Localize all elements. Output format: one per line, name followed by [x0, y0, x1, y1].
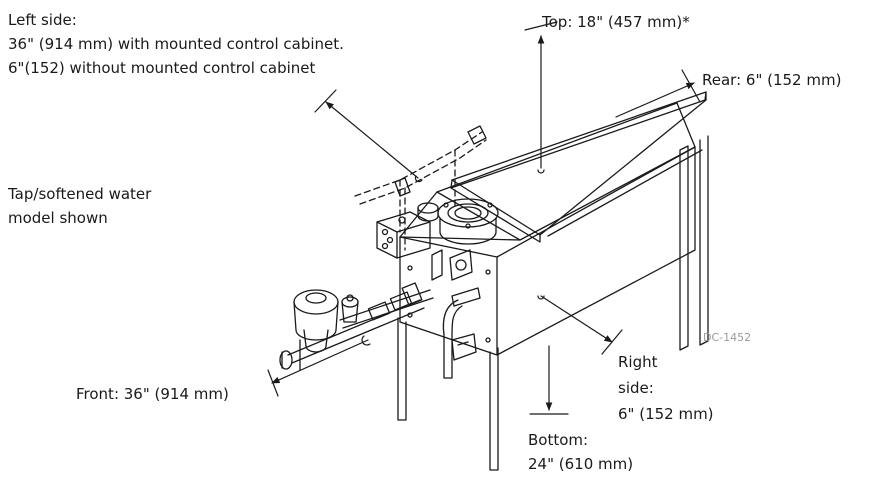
left-side-line2: 6"(152) without mounted control cabinet	[8, 59, 316, 77]
rear-arrow	[615, 82, 695, 118]
dashed-rail	[354, 131, 487, 251]
side-fittings	[431, 249, 481, 379]
right-side-line3: 6" (152 mm)	[618, 405, 714, 423]
top-label: Top: 18" (457 mm)*	[542, 13, 690, 31]
top-panel	[436, 91, 707, 243]
left-side-line1: 36" (914 mm) with mounted control cabine…	[8, 35, 344, 53]
legs	[397, 135, 709, 471]
right-side-arrow	[540, 295, 613, 343]
model-line2: model shown	[8, 209, 108, 227]
front-arrow	[271, 339, 369, 384]
piping-assembly	[279, 282, 434, 371]
dimension-arrows	[267, 21, 701, 415]
right-side-line2: side:	[618, 379, 654, 397]
rail-ends	[394, 125, 487, 197]
left-side-title: Left side:	[8, 11, 77, 29]
control-box	[376, 211, 431, 259]
right-side-line1: Right	[618, 353, 658, 371]
rear-label: Rear: 6" (152 mm)	[702, 71, 842, 89]
left-side-arrow	[325, 101, 419, 179]
drawing-ref: DC-1452	[703, 331, 752, 344]
front-label: Front: 36" (914 mm)	[76, 385, 229, 403]
model-line1: Tap/softened water	[8, 185, 152, 203]
bottom-line1: Bottom:	[528, 431, 589, 449]
bottom-line2: 24" (610 mm)	[528, 455, 634, 473]
